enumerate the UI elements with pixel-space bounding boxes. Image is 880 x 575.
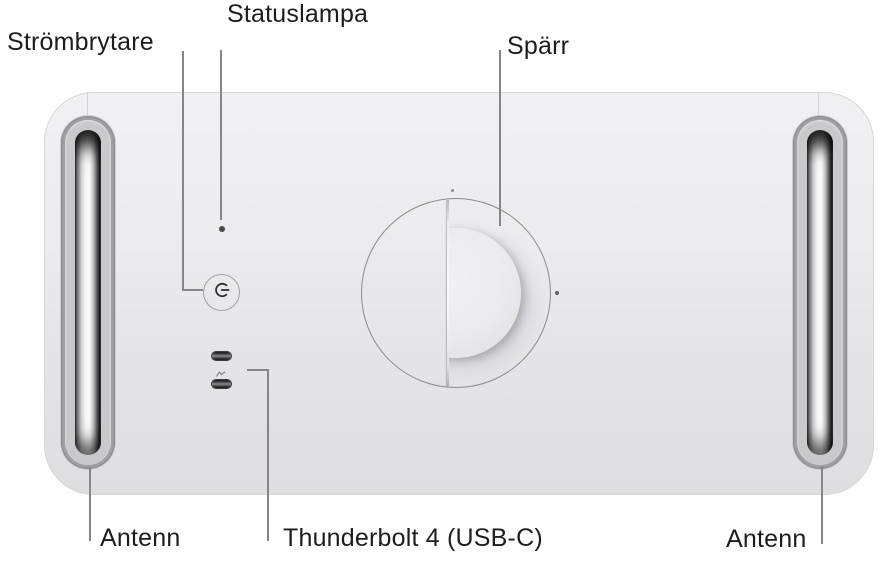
label-antenna-left: Antenn [100, 524, 181, 552]
thunderbolt-port-bottom [212, 380, 231, 388]
panel-seam-right [818, 92, 819, 118]
latch-chord-ridge [447, 200, 449, 387]
leader-antenna-left [89, 467, 91, 541]
status-light-icon [219, 226, 225, 232]
power-button [203, 274, 240, 311]
antenna-handle-left [61, 116, 115, 469]
leader-latch [499, 50, 501, 226]
latch-outline [361, 198, 551, 388]
leader-thunderbolt-horizontal [247, 369, 269, 371]
latch-alignment-dot-right [555, 291, 559, 295]
leader-thunderbolt-vertical [267, 369, 269, 541]
antenna-ring-left [65, 120, 111, 465]
antenna-ring-right [797, 120, 843, 465]
label-antenna-right: Antenn [726, 525, 807, 553]
panel-seam-left [87, 92, 88, 118]
label-power-button: Strömbrytare [7, 28, 154, 56]
power-icon [210, 278, 234, 307]
leader-power-horizontal [182, 289, 203, 291]
antenna-slot-right [807, 130, 833, 455]
label-thunderbolt: Thunderbolt 4 (USB-C) [283, 524, 543, 552]
label-latch: Spärr [507, 32, 570, 60]
label-status-light: Statuslampa [227, 0, 369, 28]
thunderbolt-icon [215, 365, 226, 377]
device-body [44, 92, 874, 495]
leader-power-vertical [182, 51, 184, 291]
thunderbolt-port-top [212, 352, 231, 360]
leader-antenna-right [821, 466, 823, 544]
antenna-handle-right [793, 116, 847, 469]
latch-alignment-dot-top [451, 189, 454, 192]
antenna-slot-left [75, 130, 101, 455]
leader-status-light [220, 50, 222, 220]
